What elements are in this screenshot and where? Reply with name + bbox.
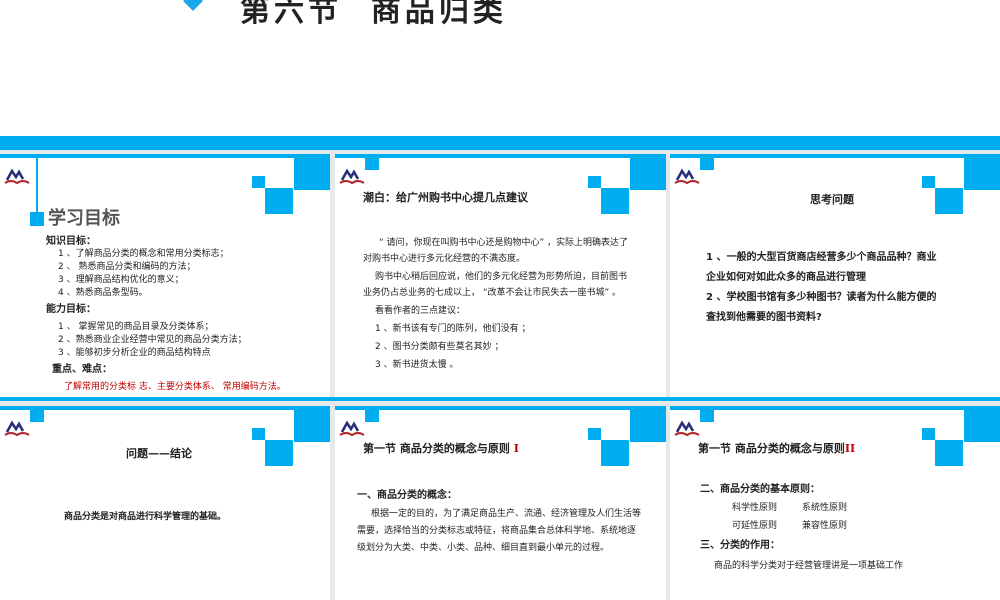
logo-icon <box>674 168 700 185</box>
knowledge-label: 知识目标： <box>46 236 96 247</box>
section-heading: 一、商品分类的概念： <box>357 490 457 501</box>
principle: 系统性原则 <box>802 503 848 513</box>
list-item: 2 、 熟悉商品分类和编码的方法； <box>58 262 196 272</box>
key-label: 重点、难点： <box>52 364 112 375</box>
paragraph-line: 根据一定的目的，为了满足商品生产、流通、经济管理及人们生活等 <box>371 509 642 519</box>
list-item: 3 、新书进货太慢 。 <box>375 360 459 370</box>
slide-title: 潮白：给广州购书中心提几点建议 <box>363 191 528 204</box>
paragraph-line: 商品的科学分类对于经营管理讲是一项基础工作 <box>714 561 904 571</box>
ability-label: 能力目标： <box>46 304 96 315</box>
decor-square <box>252 428 265 440</box>
slide-title: 第一节 商品分类的概念与原则 I <box>363 442 519 455</box>
decor-square <box>588 428 601 440</box>
decor-square <box>630 410 666 442</box>
row-divider <box>0 397 1000 401</box>
question: 企业如何对如此众多的商品进行管理 <box>706 272 866 283</box>
slide-title: 思考问题 <box>810 193 854 206</box>
section-heading: 三、分类的作用： <box>700 540 780 551</box>
paragraph-line: “ 请问，你现在叫购书中心还是购物中心” ，实际上明确表达了 <box>379 238 629 248</box>
chevron-icon <box>183 0 203 11</box>
decor-line <box>36 158 38 216</box>
paragraph-line: 级划分为大类、中类、小类、品种、细目直到最小单元的过程。 <box>357 543 610 553</box>
decor-square <box>365 410 379 422</box>
decor-square <box>630 158 666 190</box>
slide-title: 问题——结论 <box>126 447 192 460</box>
list-item: 2 、图书分类颇有些莫名其妙 ； <box>375 342 504 352</box>
decor-square <box>365 158 379 170</box>
decor-square <box>294 410 330 442</box>
decor-square <box>601 440 629 466</box>
decor-square <box>294 158 330 190</box>
slide-4[interactable]: 问题——结论 商品分类是对商品进行科学管理的基础。 <box>0 406 330 600</box>
slide-title: 第一节 商品分类的概念与原则II <box>698 442 856 455</box>
decor-square <box>935 188 963 214</box>
decor-square <box>964 410 1000 442</box>
decor-square <box>935 440 963 466</box>
paragraph-line: 对购书中心进行多元化经营的不满态度。 <box>363 254 526 264</box>
list-item: 1 、新书该有专门的陈列，他们没有 ； <box>375 324 531 334</box>
principle: 科学性原则 <box>732 503 778 513</box>
logo-icon <box>339 168 365 185</box>
question: 查找到他需要的图书资料? <box>706 312 822 323</box>
decor-square <box>30 212 44 226</box>
question: 1 、一般的大型百货商店经营多少个商品品种？商业 <box>706 252 937 263</box>
section-heading: 二、商品分类的基本原则： <box>700 484 820 495</box>
decor-square <box>588 176 601 188</box>
slide-2[interactable]: 潮白：给广州购书中心提几点建议 “ 请问，你现在叫购书中心还是购物中心” ，实际… <box>335 154 666 397</box>
decor-square <box>700 158 714 170</box>
slide-6[interactable]: 第一节 商品分类的概念与原则II 二、商品分类的基本原则： 科学性原则 系统性原… <box>670 406 1000 600</box>
decor-square <box>922 428 935 440</box>
decor-square <box>252 176 265 188</box>
decor-square <box>700 410 714 422</box>
list-item: 1 、了解商品分类的概念和常用分类标志； <box>58 249 229 259</box>
conclusion-text: 商品分类是对商品进行科学管理的基础。 <box>64 512 227 522</box>
slide-1[interactable]: 学习目标 知识目标： 1 、了解商品分类的概念和常用分类标志； 2 、 熟悉商品… <box>0 154 330 397</box>
list-item: 2 、熟悉商业企业经营中常见的商品分类方法； <box>58 335 247 345</box>
slide-3[interactable]: 思考问题 1 、一般的大型百货商店经营多少个商品品种？商业 企业如何对如此众多的… <box>670 154 1000 397</box>
header-band <box>0 136 1000 150</box>
paragraph-line: 业务仍占总业务的七成以上， “改革不会让市民失去一座书城” 。 <box>363 288 622 298</box>
header-area: 第六节 商品归类 <box>0 0 1000 136</box>
logo-icon <box>4 420 30 437</box>
slide-title: 学习目标 <box>48 208 120 229</box>
question: 2 、学校图书馆有多少种图书？读者为什么能方便的 <box>706 292 937 303</box>
list-item: 1 、 掌握常见的商品目录及分类体系； <box>58 322 214 332</box>
logo-icon <box>339 420 365 437</box>
principle: 兼容性原则 <box>802 521 848 531</box>
list-item: 4 、熟悉商品条型码。 <box>58 288 148 298</box>
paragraph-line: 需要，选择恰当的分类标志或特征，将商品集合总体科学地、系统地逐 <box>357 526 637 536</box>
decor-square <box>964 158 1000 190</box>
paragraph-line: 看看作者的三点建议： <box>375 306 466 316</box>
decor-square <box>922 176 935 188</box>
decor-square <box>30 410 44 422</box>
list-item: 3 、能够初步分析企业的商品结构特点 <box>58 348 211 358</box>
list-item: 3 、理解商品结构优化的意义； <box>58 275 184 285</box>
paragraph-line: 购书中心稍后回应说，他们的多元化经营为形势所迫，目前图书 <box>375 272 628 282</box>
logo-icon <box>674 420 700 437</box>
decor-square <box>265 188 293 214</box>
logo-icon <box>4 168 30 185</box>
page-title: 第六节 商品归类 <box>240 0 507 29</box>
key-text: 了解常用的分类标 志、主要分类体系、 常用编码方法。 <box>64 382 286 392</box>
principle: 可延性原则 <box>732 521 778 531</box>
decor-square <box>265 440 293 466</box>
slide-5[interactable]: 第一节 商品分类的概念与原则 I 一、商品分类的概念： 根据一定的目的，为了满足… <box>335 406 666 600</box>
decor-square <box>601 188 629 214</box>
